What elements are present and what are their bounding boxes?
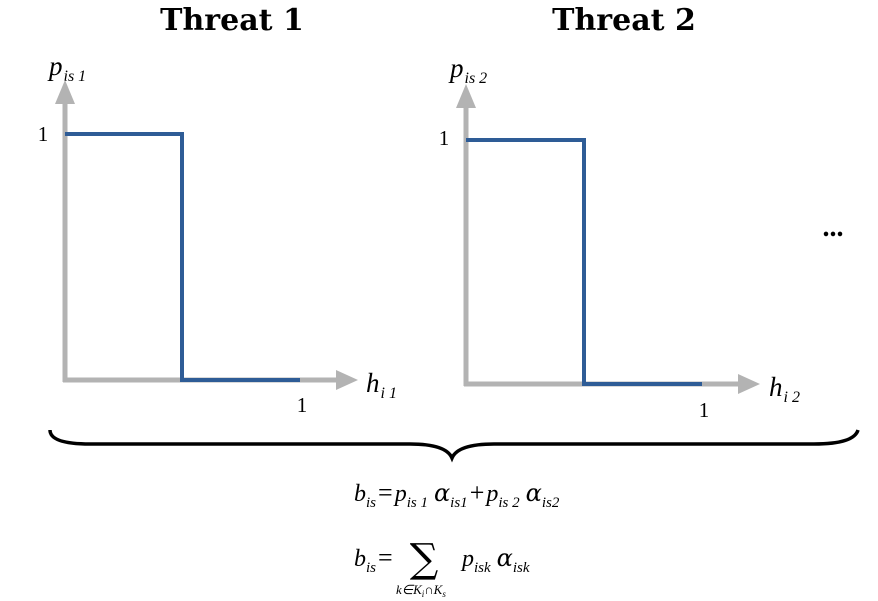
curly-brace [48,429,860,463]
eq2-term-sub: isk [474,560,491,576]
x-axis-label-sub: i 2 [784,389,800,406]
eq1-alpha2-main: α [526,479,542,507]
x-axis-label-main: h [366,368,380,398]
x-axis-label-sub: i 1 [381,385,397,402]
panel-threat-2: Threat 2 pis 2 1 1 hi 2 [439,3,800,422]
x-axis-label-main: h [769,372,783,402]
step-function-line [466,138,702,386]
x-axis-label: hi 2 [769,372,800,406]
y-tick-label: 1 [38,122,49,146]
panel-threat-1: Threat 1 pis 1 1 1 hi 1 [38,3,397,417]
x-axis-label: hi 1 [366,368,397,402]
x-tick-label: 1 [699,398,710,422]
y-axis-label-main: p [448,53,464,83]
eq2-term-main: p [460,546,474,572]
sum-lower-sub1: i [422,589,425,599]
summation-lower-limit: k∈Ki∩Ks [396,582,446,599]
sum-lower-sub2: s [442,589,446,599]
x-tick-label: 1 [297,393,308,417]
y-axis-label-main: p [47,51,63,81]
eq1-lhs-main: b [354,481,366,507]
eq1-term1-sub: is 1 [407,495,428,511]
y-axis-label: pis 2 [448,53,487,87]
eq2-alpha-main: α [497,544,513,572]
sum-lower-mid: ∩K [424,582,443,597]
summation-sign: ∑ [410,536,439,582]
y-axis-arrow [456,84,476,108]
eq1-alpha2-sub: is2 [542,495,560,511]
step-function-line [65,132,300,382]
eq1-term1-main: p [393,481,407,507]
eq2-equals: = [378,543,393,572]
y-tick-label: 1 [439,126,450,150]
eq2-lhs-sub: is [366,560,376,576]
x-axis-arrow [336,370,358,390]
eq1-alpha1-sub: is1 [450,495,468,511]
x-axis-arrow [738,374,760,394]
y-axis-label-sub: is 2 [465,70,488,87]
y-axis-arrow [55,80,75,104]
eq2-lhs: bis= [354,543,393,576]
eq1-equals: = [378,478,393,507]
eq1-lhs-sub: is [366,495,376,511]
eq2-alpha-sub: isk [513,560,530,576]
y-axis-label: pis 1 [47,51,86,85]
eq1-alpha1-main: α [434,479,450,507]
sum-lower-main: k∈K [396,582,423,597]
panel-title: Threat 1 [160,3,304,38]
eq1-term2-sub: is 2 [498,495,520,511]
ellipsis: ... [823,212,844,243]
panel-title: Threat 2 [552,3,696,38]
eq1-term2-main: p [484,481,498,507]
y-axis-label-sub: is 1 [64,68,87,85]
eq2-lhs-main: b [354,546,366,572]
eq1-plus: + [470,478,485,507]
